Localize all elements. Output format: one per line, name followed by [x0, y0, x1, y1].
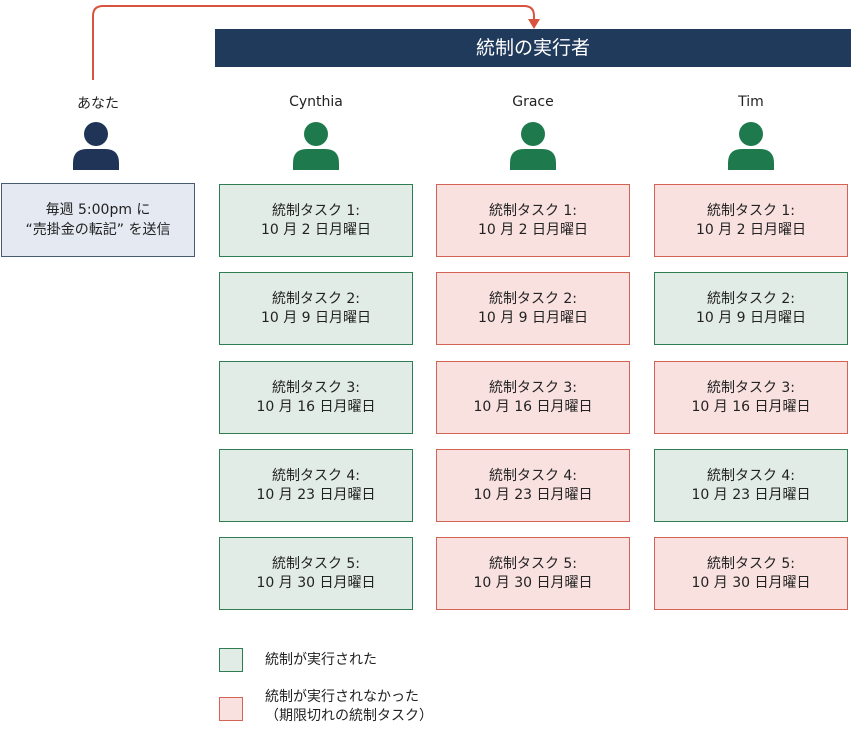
task-date: 10 月 23 日月曜日	[691, 486, 811, 503]
legend-missed-line-1: 統制が実行されなかった	[265, 689, 419, 705]
control-task-card: 統制タスク 5: 10 月 30 日月曜日	[654, 537, 848, 610]
task-date: 10 月 23 日月曜日	[256, 486, 376, 503]
control-task-card: 統制タスク 5: 10 月 30 日月曜日	[219, 537, 413, 610]
executor-name: Tim	[738, 94, 764, 110]
legend-missed-line-2: （期限切れの統制タスク）	[265, 708, 433, 724]
task-date: 10 月 9 日月曜日	[260, 309, 372, 326]
task-date: 10 月 23 日月曜日	[473, 486, 593, 503]
control-task-card: 統制タスク 4: 10 月 23 日月曜日	[219, 449, 413, 522]
task-date: 10 月 16 日月曜日	[691, 398, 811, 415]
person-icon	[510, 122, 556, 170]
control-task-card: 統制タスク 5: 10 月 30 日月曜日	[436, 537, 630, 610]
task-date: 10 月 9 日月曜日	[477, 309, 589, 326]
task-date: 10 月 9 日月曜日	[695, 309, 807, 326]
executor-name: Grace	[512, 94, 554, 110]
task-title: 統制タスク 2:	[271, 290, 361, 307]
legend-missed-label: 統制が実行されなかった （期限切れの統制タスク）	[265, 688, 433, 726]
person-icon	[728, 122, 774, 170]
executor-name: Cynthia	[289, 94, 343, 110]
task-title: 統制タスク 5:	[271, 555, 361, 572]
task-title: 統制タスク 1:	[271, 202, 361, 219]
task-date: 10 月 2 日月曜日	[260, 221, 372, 238]
task-title: 統制タスク 5:	[706, 555, 796, 572]
legend-missed-swatch	[219, 697, 243, 721]
person-icon	[293, 122, 339, 170]
control-task-card: 統制タスク 2: 10 月 9 日月曜日	[219, 272, 413, 345]
control-task-card: 統制タスク 3: 10 月 16 日月曜日	[219, 361, 413, 434]
task-date: 10 月 30 日月曜日	[473, 574, 593, 591]
task-title: 統制タスク 2:	[488, 290, 578, 307]
sender-name: あなた	[77, 96, 119, 112]
message-line-2: “売掛金の転記” を送信	[25, 222, 171, 238]
control-task-card: 統制タスク 1: 10 月 2 日月曜日	[654, 184, 848, 257]
weekly-message-box: 毎週 5:00pm に “売掛金の転記” を送信	[1, 183, 195, 257]
task-title: 統制タスク 1:	[488, 202, 578, 219]
task-title: 統制タスク 3:	[271, 379, 361, 396]
control-task-card: 統制タスク 1: 10 月 2 日月曜日	[219, 184, 413, 257]
control-task-card: 統制タスク 3: 10 月 16 日月曜日	[654, 361, 848, 434]
task-date: 10 月 2 日月曜日	[477, 221, 589, 238]
task-title: 統制タスク 5:	[488, 555, 578, 572]
task-title: 統制タスク 3:	[488, 379, 578, 396]
task-date: 10 月 2 日月曜日	[695, 221, 807, 238]
task-date: 10 月 30 日月曜日	[256, 574, 376, 591]
task-title: 統制タスク 4:	[706, 467, 796, 484]
task-title: 統制タスク 2:	[706, 290, 796, 307]
person-icon	[73, 122, 119, 170]
task-title: 統制タスク 4:	[271, 467, 361, 484]
legend-done-swatch	[219, 648, 243, 672]
task-title: 統制タスク 1:	[706, 202, 796, 219]
task-date: 10 月 30 日月曜日	[691, 574, 811, 591]
control-task-card: 統制タスク 4: 10 月 23 日月曜日	[436, 449, 630, 522]
executors-banner: 統制の実行者	[215, 29, 851, 67]
task-title: 統制タスク 3:	[706, 379, 796, 396]
control-task-card: 統制タスク 3: 10 月 16 日月曜日	[436, 361, 630, 434]
control-task-card: 統制タスク 2: 10 月 9 日月曜日	[436, 272, 630, 345]
control-task-card: 統制タスク 2: 10 月 9 日月曜日	[654, 272, 848, 345]
task-date: 10 月 16 日月曜日	[473, 398, 593, 415]
legend-done-label: 統制が実行された	[265, 652, 377, 668]
task-date: 10 月 16 日月曜日	[256, 398, 376, 415]
message-line-1: 毎週 5:00pm に	[45, 202, 151, 218]
task-title: 統制タスク 4:	[488, 467, 578, 484]
control-task-card: 統制タスク 4: 10 月 23 日月曜日	[654, 449, 848, 522]
control-task-card: 統制タスク 1: 10 月 2 日月曜日	[436, 184, 630, 257]
